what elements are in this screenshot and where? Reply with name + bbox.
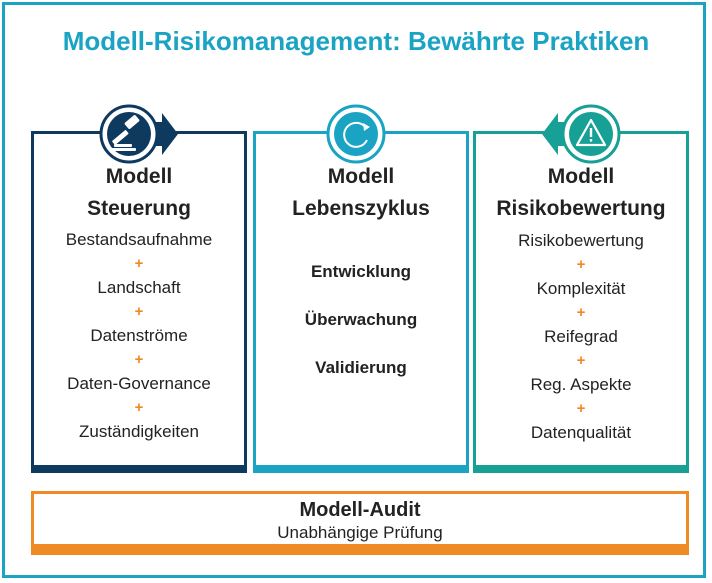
- plus-separator: +: [134, 399, 144, 416]
- list-item: Landschaft: [97, 278, 181, 297]
- column-lifecycle: Modell Lebenszyklus Entwicklung Überwach…: [253, 131, 469, 473]
- column-risk-bottom-bar: [473, 465, 689, 473]
- list-item: Reifegrad: [544, 327, 618, 346]
- list-item: Risikobewertung: [518, 231, 644, 250]
- column-lifecycle-heading-line2: Lebenszyklus: [292, 197, 430, 220]
- lifecycle-list: Entwicklung Überwachung Validierung: [256, 260, 466, 404]
- audit-subtitle: Unabhängige Prüfung: [277, 523, 443, 542]
- column-lifecycle-heading: Modell Lebenszyklus: [256, 161, 466, 225]
- title-text: Modell-Risikomanagement: Bewährte Prakti…: [62, 26, 650, 56]
- cycle-icon: [326, 104, 386, 164]
- list-item: Entwicklung: [310, 262, 412, 281]
- plus-separator: +: [576, 256, 586, 273]
- column-lifecycle-heading-line1: Modell: [327, 165, 395, 188]
- list-item: Bestandsaufnahme: [65, 230, 213, 249]
- plus-separator: +: [576, 352, 586, 369]
- governance-list: Bestandsaufnahme + Landschaft + Datenstr…: [34, 228, 244, 444]
- plus-separator: +: [576, 400, 586, 417]
- column-governance: Modell Steuerung Bestandsaufnahme + Land…: [31, 131, 247, 473]
- list-item: Datenströme: [90, 326, 188, 345]
- column-governance-heading-line2: Steuerung: [87, 197, 191, 220]
- column-risk: Modell Risikobewertung Risikobewertung +…: [473, 131, 689, 473]
- list-item: Datenqualität: [530, 423, 632, 442]
- column-governance-heading-line1: Modell: [105, 165, 173, 188]
- risk-list: Risikobewertung + Komplexität + Reifegra…: [476, 229, 686, 445]
- column-governance-heading: Modell Steuerung: [34, 161, 244, 225]
- column-risk-heading-line1: Modell: [547, 165, 615, 188]
- column-lifecycle-bottom-bar: [253, 465, 469, 473]
- plus-separator: +: [134, 255, 144, 272]
- audit-box: Modell-Audit Unabhängige Prüfung: [31, 491, 689, 555]
- list-item: Validierung: [315, 358, 407, 377]
- plus-separator: +: [134, 303, 144, 320]
- column-governance-bottom-bar: [31, 465, 247, 473]
- list-item: Zuständigkeiten: [78, 422, 200, 441]
- list-item: Komplexität: [536, 279, 626, 298]
- gavel-icon: [96, 104, 180, 164]
- column-risk-heading: Modell Risikobewertung: [476, 161, 686, 225]
- plus-separator: +: [576, 304, 586, 321]
- audit-title: Modell-Audit: [299, 499, 421, 521]
- plus-separator: +: [134, 351, 144, 368]
- outer-frame: [2, 2, 706, 578]
- page-title: Modell-Risikomanagement: Bewährte Prakti…: [0, 24, 712, 58]
- list-item: Reg. Aspekte: [530, 375, 632, 394]
- column-risk-heading-line2: Risikobewertung: [496, 197, 666, 220]
- list-item: Überwachung: [304, 310, 418, 329]
- audit-bottom-bar: [31, 547, 689, 555]
- list-item: Daten-Governance: [67, 374, 211, 393]
- warning-icon: [540, 104, 624, 164]
